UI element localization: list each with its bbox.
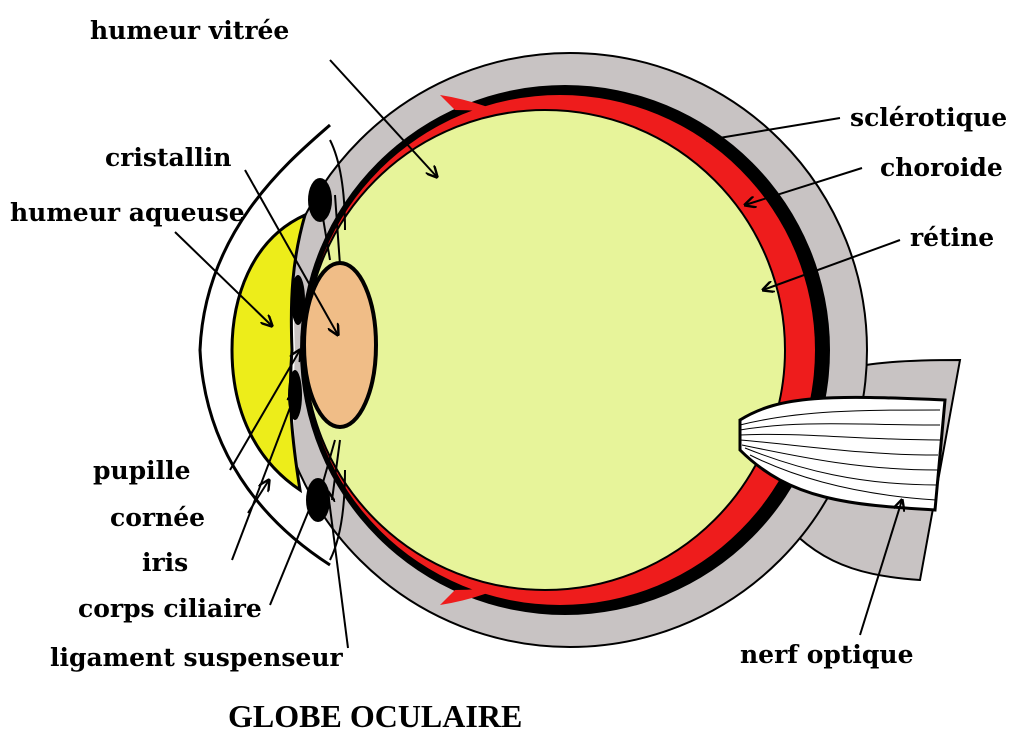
- label-sclerotique: sclérotique: [850, 105, 1007, 130]
- label-pupille: pupille: [93, 458, 191, 483]
- label-cornee: cornée: [110, 505, 205, 530]
- arrow-ligament: [328, 492, 348, 648]
- label-retine: rétine: [910, 225, 994, 250]
- arrow-cristallin: [245, 170, 338, 335]
- label-ligament-suspenseur: ligament suspenseur: [50, 645, 343, 670]
- arrow-retine: [763, 240, 900, 290]
- arrow-humeur-aqueuse: [175, 232, 272, 326]
- arrow-corps-ciliaire: [270, 488, 318, 605]
- label-humeur-aqueuse: humeur aqueuse: [10, 200, 245, 225]
- label-choroide: choroide: [880, 155, 1003, 180]
- label-iris: iris: [142, 550, 188, 575]
- arrow-humeur-vitree: [330, 60, 437, 177]
- arrow-iris: [232, 392, 296, 560]
- arrow-choroide: [745, 168, 862, 205]
- arrow-sclerotique: [707, 118, 840, 140]
- label-corps-ciliaire: corps ciliaire: [78, 596, 262, 621]
- diagram-title: GLOBE OCULAIRE: [228, 700, 522, 732]
- label-nerf-optique: nerf optique: [740, 642, 913, 667]
- label-cristallin: cristallin: [105, 145, 231, 170]
- label-humeur-vitree: humeur vitrée: [90, 18, 289, 43]
- arrow-nerf-optique: [860, 500, 902, 635]
